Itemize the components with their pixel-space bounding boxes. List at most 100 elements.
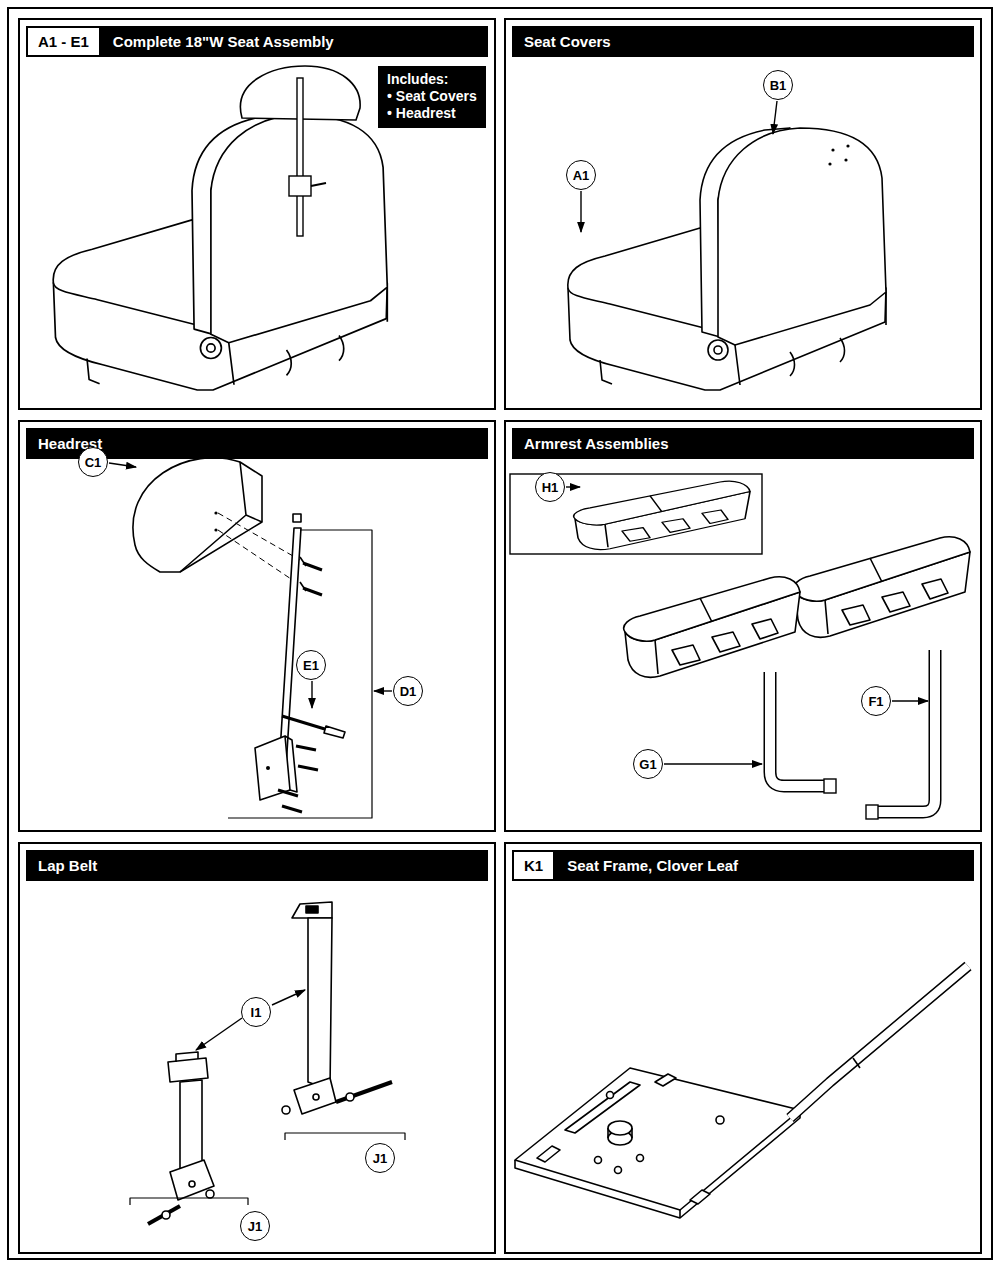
parts-panel: Lap BeltI1J1J1 [18, 842, 496, 1254]
callout-number: F1 [861, 686, 891, 716]
seat-frame-drawing [615, 1167, 622, 1174]
headrest-exploded [133, 458, 262, 572]
lap-belt-drawing [170, 1160, 214, 1200]
seat-frame-drawing [515, 966, 968, 1218]
callout-number: J1 [365, 1143, 395, 1173]
headrest-exploded [255, 736, 290, 800]
headrest-exploded [311, 681, 312, 708]
seat-covers-drawing [568, 101, 886, 390]
armrest-drawing [624, 577, 800, 678]
complete-seat [53, 115, 387, 390]
seat-frame-drawing [637, 1155, 644, 1162]
seat-frame-drawing [537, 1146, 560, 1162]
callout-text: B1 [770, 79, 787, 92]
callout-number: D1 [393, 676, 423, 706]
callout-number: C1 [78, 447, 108, 477]
parts-panel: HeadrestC1E1D1 [18, 420, 496, 832]
lap-belt-drawing [336, 1082, 392, 1102]
callout-number: A1 [566, 160, 596, 190]
headrest-exploded [180, 462, 262, 572]
seat-frame-drawing [716, 1116, 724, 1124]
seat-frame-drawing [515, 1068, 800, 1210]
callout-text: E1 [303, 659, 319, 672]
lap-belt-drawing [206, 1190, 214, 1198]
armrest-drawing [866, 805, 878, 819]
lap-belt-drawing [313, 1094, 319, 1100]
armrest-drawing [566, 486, 580, 487]
complete-seat [297, 78, 303, 236]
seat-covers-drawing [828, 162, 831, 165]
header-bar: Lap Belt [26, 850, 488, 881]
headrest-exploded [293, 514, 301, 522]
callout-text: J1 [373, 1152, 387, 1165]
lap-belt-drawing [162, 1211, 170, 1219]
callout-number: G1 [633, 749, 663, 779]
headrest-exploded [374, 690, 392, 691]
seat-covers-drawing [844, 158, 847, 161]
seat-frame-drawing [608, 1121, 632, 1135]
callout-text: A1 [573, 169, 590, 182]
armrest-drawing [510, 474, 762, 554]
armrest-drawing [875, 650, 935, 812]
armrest-drawing [892, 700, 928, 701]
header-bar: K1Seat Frame, Clover Leaf [512, 850, 974, 881]
armrest-drawing [875, 650, 935, 812]
seat-covers-drawing [580, 191, 581, 232]
headrest-exploded [214, 528, 217, 531]
callout-text: D1 [400, 685, 417, 698]
includes-text: Includes: [387, 71, 477, 88]
callout-text: C1 [85, 456, 102, 469]
panel-title: Complete 18"W Seat Assembly [101, 26, 346, 57]
headrest-exploded [324, 726, 345, 738]
part-range-label: A1 - E1 [26, 26, 101, 57]
part-range-label: K1 [512, 850, 555, 881]
lap-belt-drawing [282, 1106, 290, 1114]
headrest-exploded [214, 511, 217, 514]
seat-frame-drawing [607, 1092, 614, 1099]
header-bar: Seat Covers [512, 26, 974, 57]
headrest-exploded [278, 746, 318, 812]
parts-panel: A1 - E1Complete 18"W Seat AssemblyInclud… [18, 18, 496, 410]
includes-text: • Seat Covers [387, 88, 477, 105]
lap-belt-drawing [130, 1198, 248, 1205]
armrest-drawing [770, 672, 826, 786]
parts-panel: K1Seat Frame, Clover Leaf [504, 842, 982, 1254]
headrest-exploded [279, 528, 301, 768]
seat-frame-drawing [679, 1210, 681, 1218]
complete-seat [289, 176, 311, 196]
panel-title: Armrest Assemblies [512, 428, 681, 459]
lap-belt-drawing [308, 918, 332, 1090]
headrest-exploded [282, 716, 328, 730]
headrest-exploded [109, 458, 392, 818]
seat-frame-drawing [690, 1190, 710, 1204]
seat-frame-drawing [790, 966, 968, 1118]
armrest-drawing [770, 672, 826, 786]
lap-belt-drawing [292, 902, 332, 918]
callout-number: I1 [241, 997, 271, 1027]
seat-covers-drawing [831, 148, 834, 151]
callout-text: G1 [639, 758, 656, 771]
armrest-drawing [510, 474, 970, 819]
lap-belt-drawing [148, 1206, 180, 1224]
lap-belt-drawing [176, 1052, 198, 1062]
headrest-exploded [266, 766, 270, 770]
header-bar: Armrest Assemblies [512, 428, 974, 459]
callout-text: I1 [251, 1006, 262, 1019]
complete-seat [53, 66, 387, 390]
header-bar: A1 - E1Complete 18"W Seat Assembly [26, 26, 488, 57]
lap-belt-drawing [130, 902, 405, 1224]
callout-number: E1 [296, 650, 326, 680]
panel-title: Seat Frame, Clover Leaf [555, 850, 750, 881]
seat-covers-drawing [846, 144, 849, 147]
callout-number: H1 [535, 472, 565, 502]
seat-frame-drawing [595, 1157, 602, 1164]
callout-number: J1 [240, 1211, 270, 1241]
lap-belt-drawing [272, 990, 305, 1005]
lap-belt-drawing [196, 1018, 242, 1050]
lap-belt-drawing [294, 1078, 336, 1114]
seat-frame-drawing [790, 966, 968, 1118]
armrest-drawing [824, 779, 836, 793]
headrest-exploded [109, 463, 136, 467]
